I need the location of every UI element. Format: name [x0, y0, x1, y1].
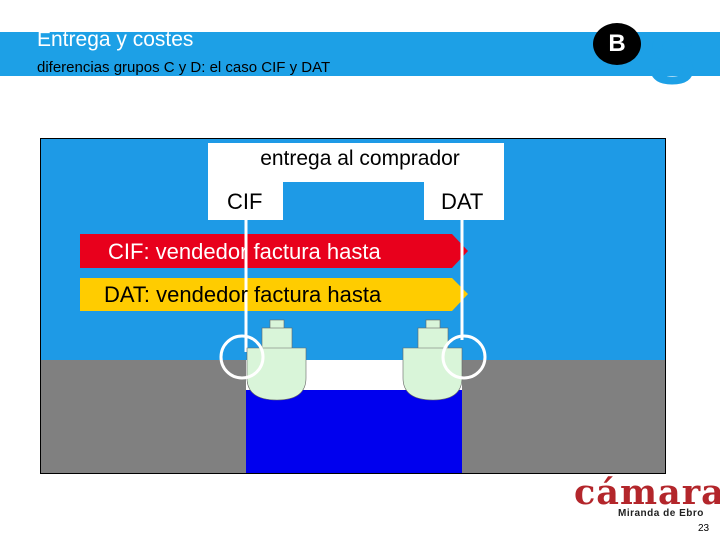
ship-right: [402, 319, 463, 401]
logo-s: S: [648, 20, 697, 100]
logo-b: B: [593, 23, 641, 65]
slide-title: Entrega y costes: [37, 28, 194, 51]
water: [246, 390, 462, 474]
quay-left: [40, 360, 246, 474]
camara-logo-sub: Miranda de Ebro: [618, 508, 704, 519]
slide-subtitle: diferencias grupos C y D: el caso CIF y …: [37, 59, 331, 76]
cif-note: CIF: vendedor factura hasta: [108, 239, 381, 264]
cif-arrow: [80, 234, 468, 268]
page-number: 23: [698, 523, 710, 534]
dat-arrow: [80, 278, 468, 311]
dat-ring: [441, 334, 487, 380]
quay-right: [462, 360, 666, 474]
cif-ring: [219, 334, 265, 380]
dat-label: DAT: [441, 189, 484, 214]
cif-label: CIF: [227, 189, 263, 214]
dat-note: DAT: vendedor factura hasta: [104, 282, 382, 307]
delivery-label: entrega al comprador: [260, 147, 460, 170]
camara-logo: cámara: [574, 472, 720, 513]
